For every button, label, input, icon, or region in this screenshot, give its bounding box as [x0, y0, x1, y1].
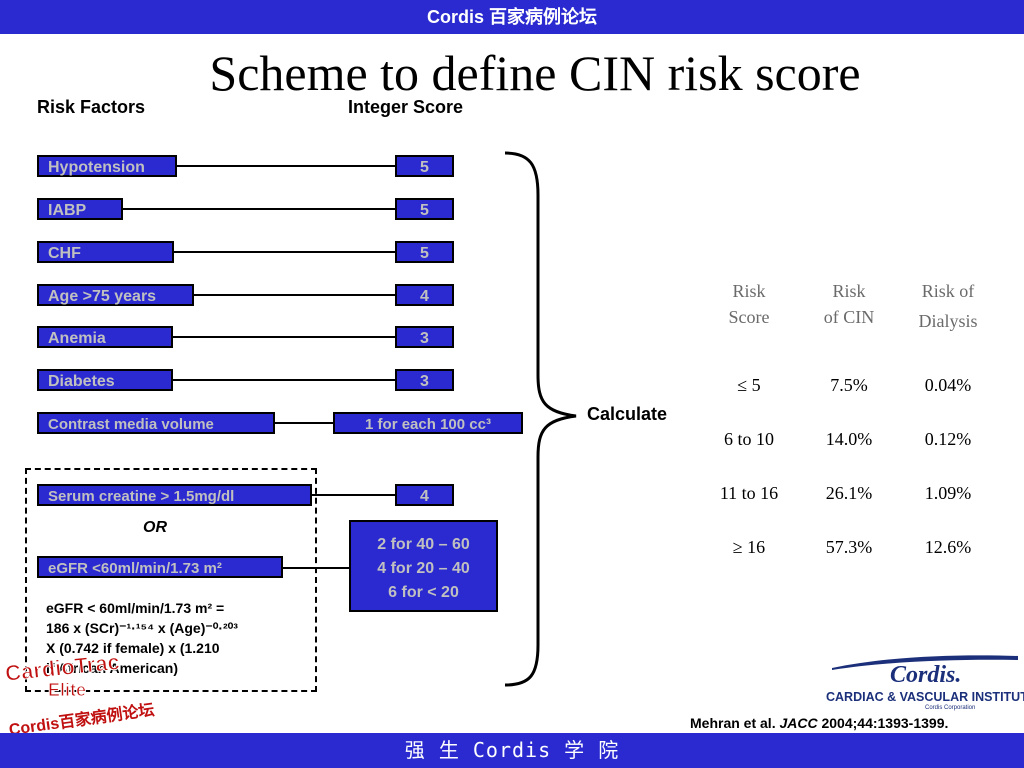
- formula-line: X (0.742 if female) x (1.210: [46, 640, 220, 656]
- integer-score-header: Integer Score: [348, 97, 464, 117]
- connector-line: [123, 208, 395, 210]
- table-cell-score: ≥ 16: [732, 537, 766, 557]
- table-cell-cin: 14.0%: [825, 429, 873, 449]
- watermark-line2: Elite: [47, 680, 87, 701]
- factor-box-serum-creatine: Serum creatine > 1.5mg/dl: [37, 484, 312, 506]
- table-cell-dialysis: 0.04%: [924, 375, 972, 395]
- bottom-banner: 强 生 Cordis 学 院: [0, 733, 1024, 768]
- curly-brace: [504, 151, 577, 687]
- factor-box-contrast: Contrast media volume: [37, 412, 275, 434]
- score-box-age: 4: [395, 284, 454, 306]
- table-cell-score: 6 to 10: [723, 429, 774, 449]
- formula-line: if African American): [46, 660, 178, 676]
- citation-details: 2004;44:1393-1399.: [817, 715, 949, 731]
- score-box-diabetes: 3: [395, 369, 454, 391]
- egfr-score-line: 6 for < 20: [388, 584, 459, 601]
- slide-title: Scheme to define CIN risk score: [209, 45, 861, 101]
- connector-line: [173, 379, 395, 381]
- connector-line: [177, 165, 395, 167]
- header-line: Risk: [832, 281, 866, 301]
- connector-line: [174, 251, 395, 253]
- table-cell-dialysis: 1.09%: [924, 483, 972, 503]
- citation-authors: Mehran et al.: [690, 715, 780, 731]
- cordis-logo-corp: Cordis Corporation: [925, 705, 976, 711]
- connector-line: [283, 567, 349, 569]
- header-line: of CIN: [823, 307, 875, 327]
- score-box-hypotension: 5: [395, 155, 454, 177]
- formula-line: 186 x (SCr)⁻¹·¹⁵⁴ x (Age)⁻⁰·²⁰³: [46, 620, 238, 636]
- score-box-serum-creatine: 4: [395, 484, 454, 506]
- factor-box-age: Age >75 years: [37, 284, 194, 306]
- cordis-logo-brand: Cordis.: [890, 662, 962, 688]
- citation-journal: JACC: [779, 715, 818, 731]
- or-label: OR: [143, 519, 167, 536]
- table-cell-score: 11 to 16: [719, 483, 779, 503]
- score-box-chf: 5: [395, 241, 454, 263]
- score-box-egfr: 2 for 40 – 60 4 for 20 – 40 6 for < 20: [349, 520, 498, 612]
- formula-line: eGFR < 60ml/min/1.73 m² =: [46, 600, 225, 616]
- table-header-risk-cin: Risk of CIN: [799, 278, 899, 330]
- citation: Mehran et al. JACC 2004;44:1393-1399.: [690, 715, 948, 731]
- connector-line: [194, 294, 395, 296]
- score-box-contrast: 1 for each 100 cc³: [333, 412, 523, 434]
- factor-box-diabetes: Diabetes: [37, 369, 173, 391]
- table-cell-score: ≤ 5: [737, 375, 761, 395]
- calculate-label: Calculate: [587, 404, 668, 424]
- table-cell-dialysis: 0.12%: [924, 429, 972, 449]
- table-header-risk-score: Risk Score: [699, 278, 799, 330]
- score-box-iabp: 5: [395, 198, 454, 220]
- connector-line: [312, 494, 395, 496]
- header-line: Risk of: [921, 281, 975, 301]
- factor-box-chf: CHF: [37, 241, 174, 263]
- egfr-score-line: 4 for 20 – 40: [377, 560, 470, 577]
- table-header-risk-dialysis: Risk of Dialysis: [898, 278, 998, 334]
- cordis-logo-swoosh: [832, 655, 1018, 670]
- egfr-score-line: 2 for 40 – 60: [377, 536, 470, 553]
- factor-box-egfr: eGFR <60ml/min/1.73 m²: [37, 556, 283, 578]
- top-banner: Cordis 百家病例论坛: [0, 0, 1024, 34]
- cordis-logo-institute: CARDIAC & VASCULAR INSTITUTE: [826, 690, 1024, 704]
- table-cell-cin: 57.3%: [825, 537, 873, 557]
- renal-dashed-box: [25, 468, 317, 692]
- header-line: Risk: [732, 281, 766, 301]
- score-box-anemia: 3: [395, 326, 454, 348]
- table-cell-dialysis: 12.6%: [924, 537, 972, 557]
- egfr-formula: eGFR < 60ml/min/1.73 m² = 186 x (SCr)⁻¹·…: [46, 598, 286, 678]
- header-line: Dialysis: [918, 311, 978, 331]
- table-cell-cin: 7.5%: [830, 375, 868, 395]
- connector-line: [173, 336, 395, 338]
- header-line: Score: [728, 307, 770, 327]
- factor-box-hypotension: Hypotension: [37, 155, 177, 177]
- connector-line: [275, 422, 333, 424]
- table-cell-cin: 26.1%: [825, 483, 873, 503]
- factor-box-anemia: Anemia: [37, 326, 173, 348]
- factor-box-iabp: IABP: [37, 198, 123, 220]
- risk-factors-header: Risk Factors: [37, 97, 146, 117]
